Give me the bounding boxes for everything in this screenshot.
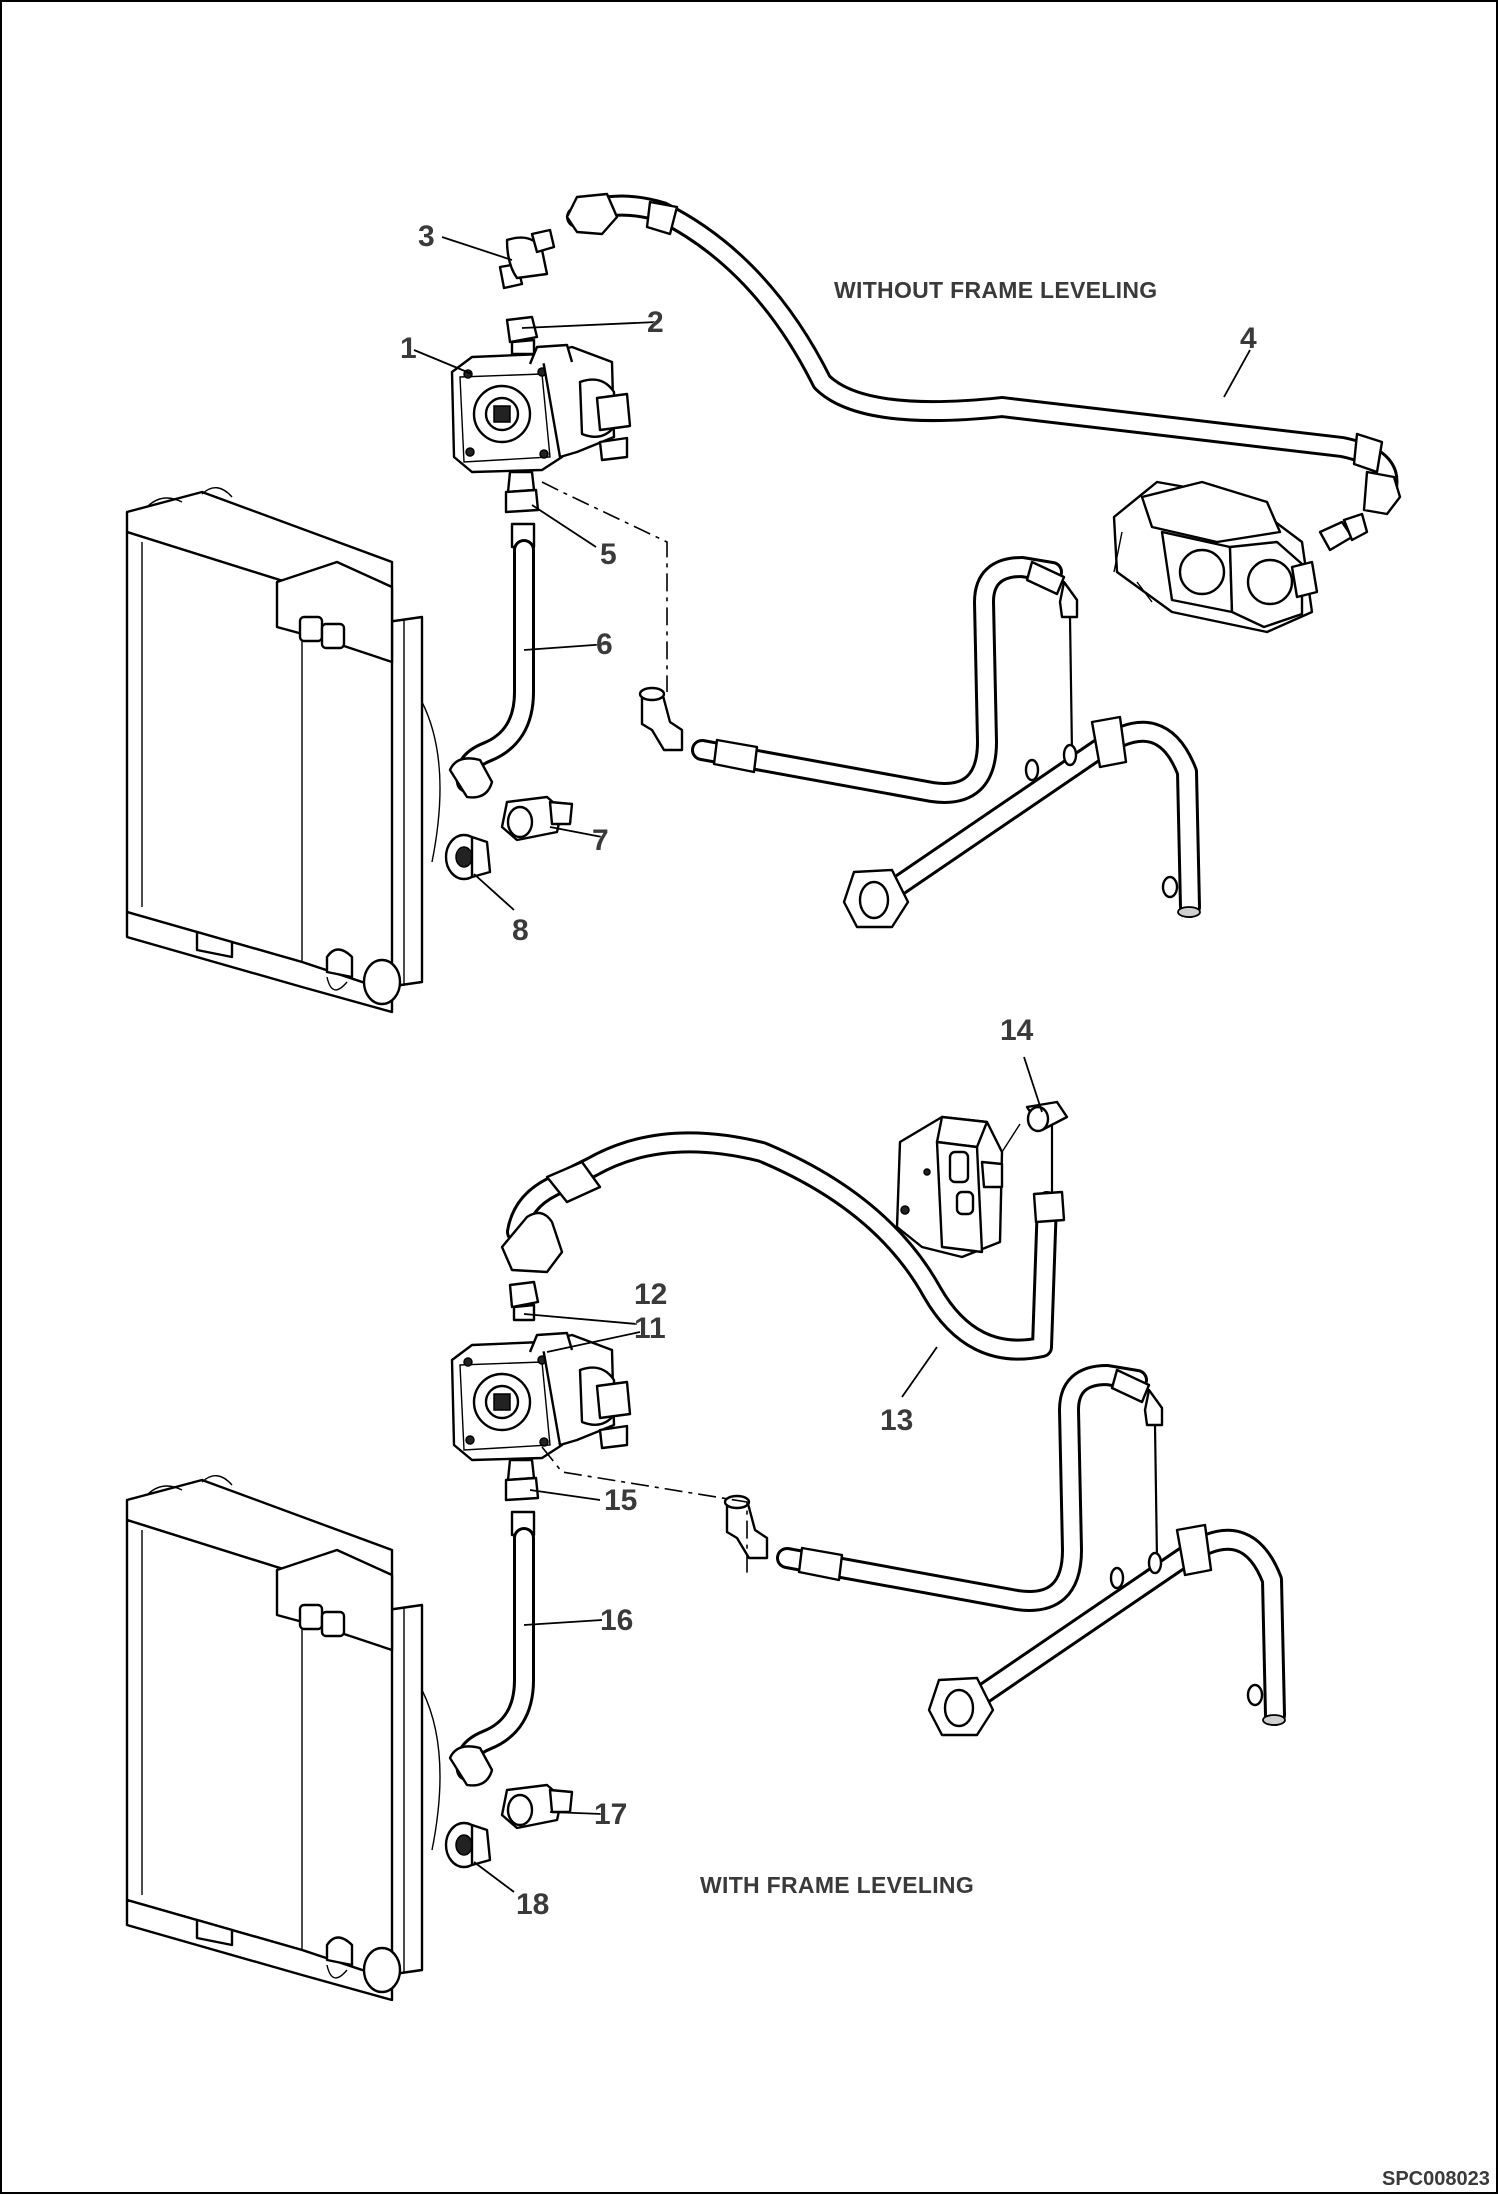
callout-13: 13: [880, 1404, 913, 1437]
view-with-frame-leveling: [125, 1100, 1285, 2002]
drawing-code: SPC008023: [1382, 2168, 1490, 2190]
callout-12: 12: [634, 1278, 667, 1311]
callout-17: 17: [594, 1798, 627, 1831]
callout-11: 11: [634, 1312, 666, 1345]
caption-without-frame-leveling: WITHOUT FRAME LEVELING: [834, 277, 1157, 303]
callout-2: 2: [647, 306, 664, 339]
caption-with-frame-leveling: WITH FRAME LEVELING: [700, 1872, 974, 1898]
callout-18: 18: [516, 1888, 549, 1921]
callout-6: 6: [596, 628, 613, 661]
callout-4: 4: [1240, 322, 1257, 355]
callout-8: 8: [512, 914, 529, 947]
callout-7: 7: [592, 824, 609, 857]
callout-3: 3: [418, 220, 435, 253]
callout-leaders: [413, 236, 1251, 1893]
callout-16: 16: [600, 1604, 633, 1637]
callout-1: 1: [400, 332, 417, 365]
callout-14: 14: [1000, 1014, 1034, 1047]
callout-15: 15: [604, 1484, 637, 1517]
view-without-frame-leveling: [125, 192, 1402, 1014]
callout-5: 5: [600, 538, 617, 571]
